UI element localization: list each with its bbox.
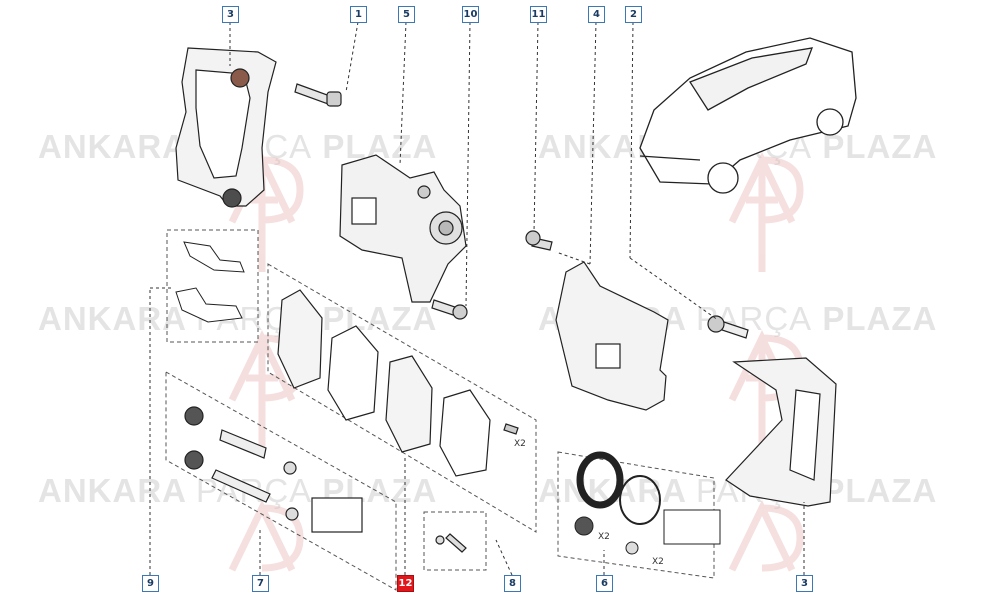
callout-bolt[interactable]: 1 [350, 6, 367, 23]
bleed-screw-box [423, 511, 487, 571]
callout-caliper[interactable]: 5 [398, 6, 415, 23]
callout-bolt-2[interactable]: 2 [625, 6, 642, 23]
bolt-10 [431, 299, 468, 320]
bolt-top [294, 83, 342, 107]
caliper-body-right [555, 261, 669, 411]
callout-brake-pads-highlighted[interactable]: 12 [397, 575, 414, 592]
bolt-11 [525, 230, 553, 251]
leader-lines [149, 21, 805, 576]
caliper-bracket-left [175, 47, 277, 208]
quantity-label: X2 [652, 557, 664, 567]
callout-clips[interactable]: 9 [142, 575, 159, 592]
callout-caliper-bracket-right[interactable]: 3 [796, 575, 813, 592]
caliper-bracket-right [725, 357, 837, 507]
piston-seal-box [557, 451, 721, 579]
callout-bleed-screw[interactable]: 8 [504, 575, 521, 592]
bolt-2 [707, 315, 749, 339]
clips-box [166, 229, 259, 343]
callout-caliper-bracket[interactable]: 3 [222, 6, 239, 23]
quantity-label: X2 [598, 532, 610, 542]
brake-pads-box [267, 263, 537, 533]
vehicle-illustration [639, 37, 857, 194]
guide-pin-kit-box [165, 371, 397, 591]
callout-piston-seal[interactable]: 6 [596, 575, 613, 592]
callout-bolt-11[interactable]: 11 [530, 6, 547, 23]
caliper-body [339, 154, 467, 303]
callout-bolt-10[interactable]: 10 [462, 6, 479, 23]
quantity-label: X2 [514, 439, 526, 449]
callout-guide-pin-kit[interactable]: 7 [252, 575, 269, 592]
callout-caliper-right[interactable]: 4 [588, 6, 605, 23]
